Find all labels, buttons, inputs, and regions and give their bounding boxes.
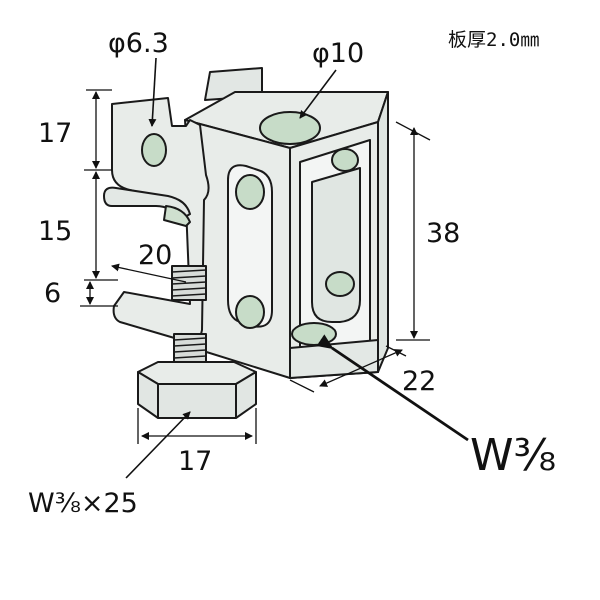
right-side-panel [377,91,389,373]
left-panel-slot [227,164,273,328]
left-hole-upper [235,174,265,210]
hex-nut-sides [137,371,257,419]
height-total-label: 38 [426,218,460,249]
bracket-body [103,67,389,379]
leader-rod-thread [316,334,469,442]
bolt [137,265,257,419]
bolt-spec-label: W⅜×25 [28,488,138,519]
inner-hole-upper [331,148,359,172]
height-top-label: 17 [38,118,72,149]
thickness-label: 板厚2.0㎜ [448,29,539,51]
width-label: 22 [402,366,436,397]
bottom-hole [291,322,337,346]
leader-lines [125,57,337,479]
clamp-hole [141,133,167,167]
hole-large-label: φ10 [312,38,364,69]
nut-width-label: 17 [178,446,212,477]
hook-inner-shade [163,205,191,227]
dimension-lines [80,89,431,444]
depth-label: 20 [138,240,172,271]
height-mid-label: 15 [38,216,72,247]
top-hole [259,111,321,145]
thread-lines-upper [171,269,207,297]
hole-small-label: φ6.3 [108,28,169,59]
clamp-plate [111,97,210,343]
leader-hole-small [148,57,157,127]
gap-label: 6 [44,278,61,309]
labels: 板厚2.0㎜ φ6.3 φ10 17 15 6 20 38 22 17 W⅜×2… [28,28,556,519]
inner-hole-lower [325,271,355,297]
rod-thread-label: W⅜ [470,430,556,481]
hex-nut-top [137,361,257,385]
left-hole-lower [235,295,265,329]
leader-hole-large [299,69,337,119]
leader-bolt [125,411,191,479]
inner-slot [311,167,361,323]
